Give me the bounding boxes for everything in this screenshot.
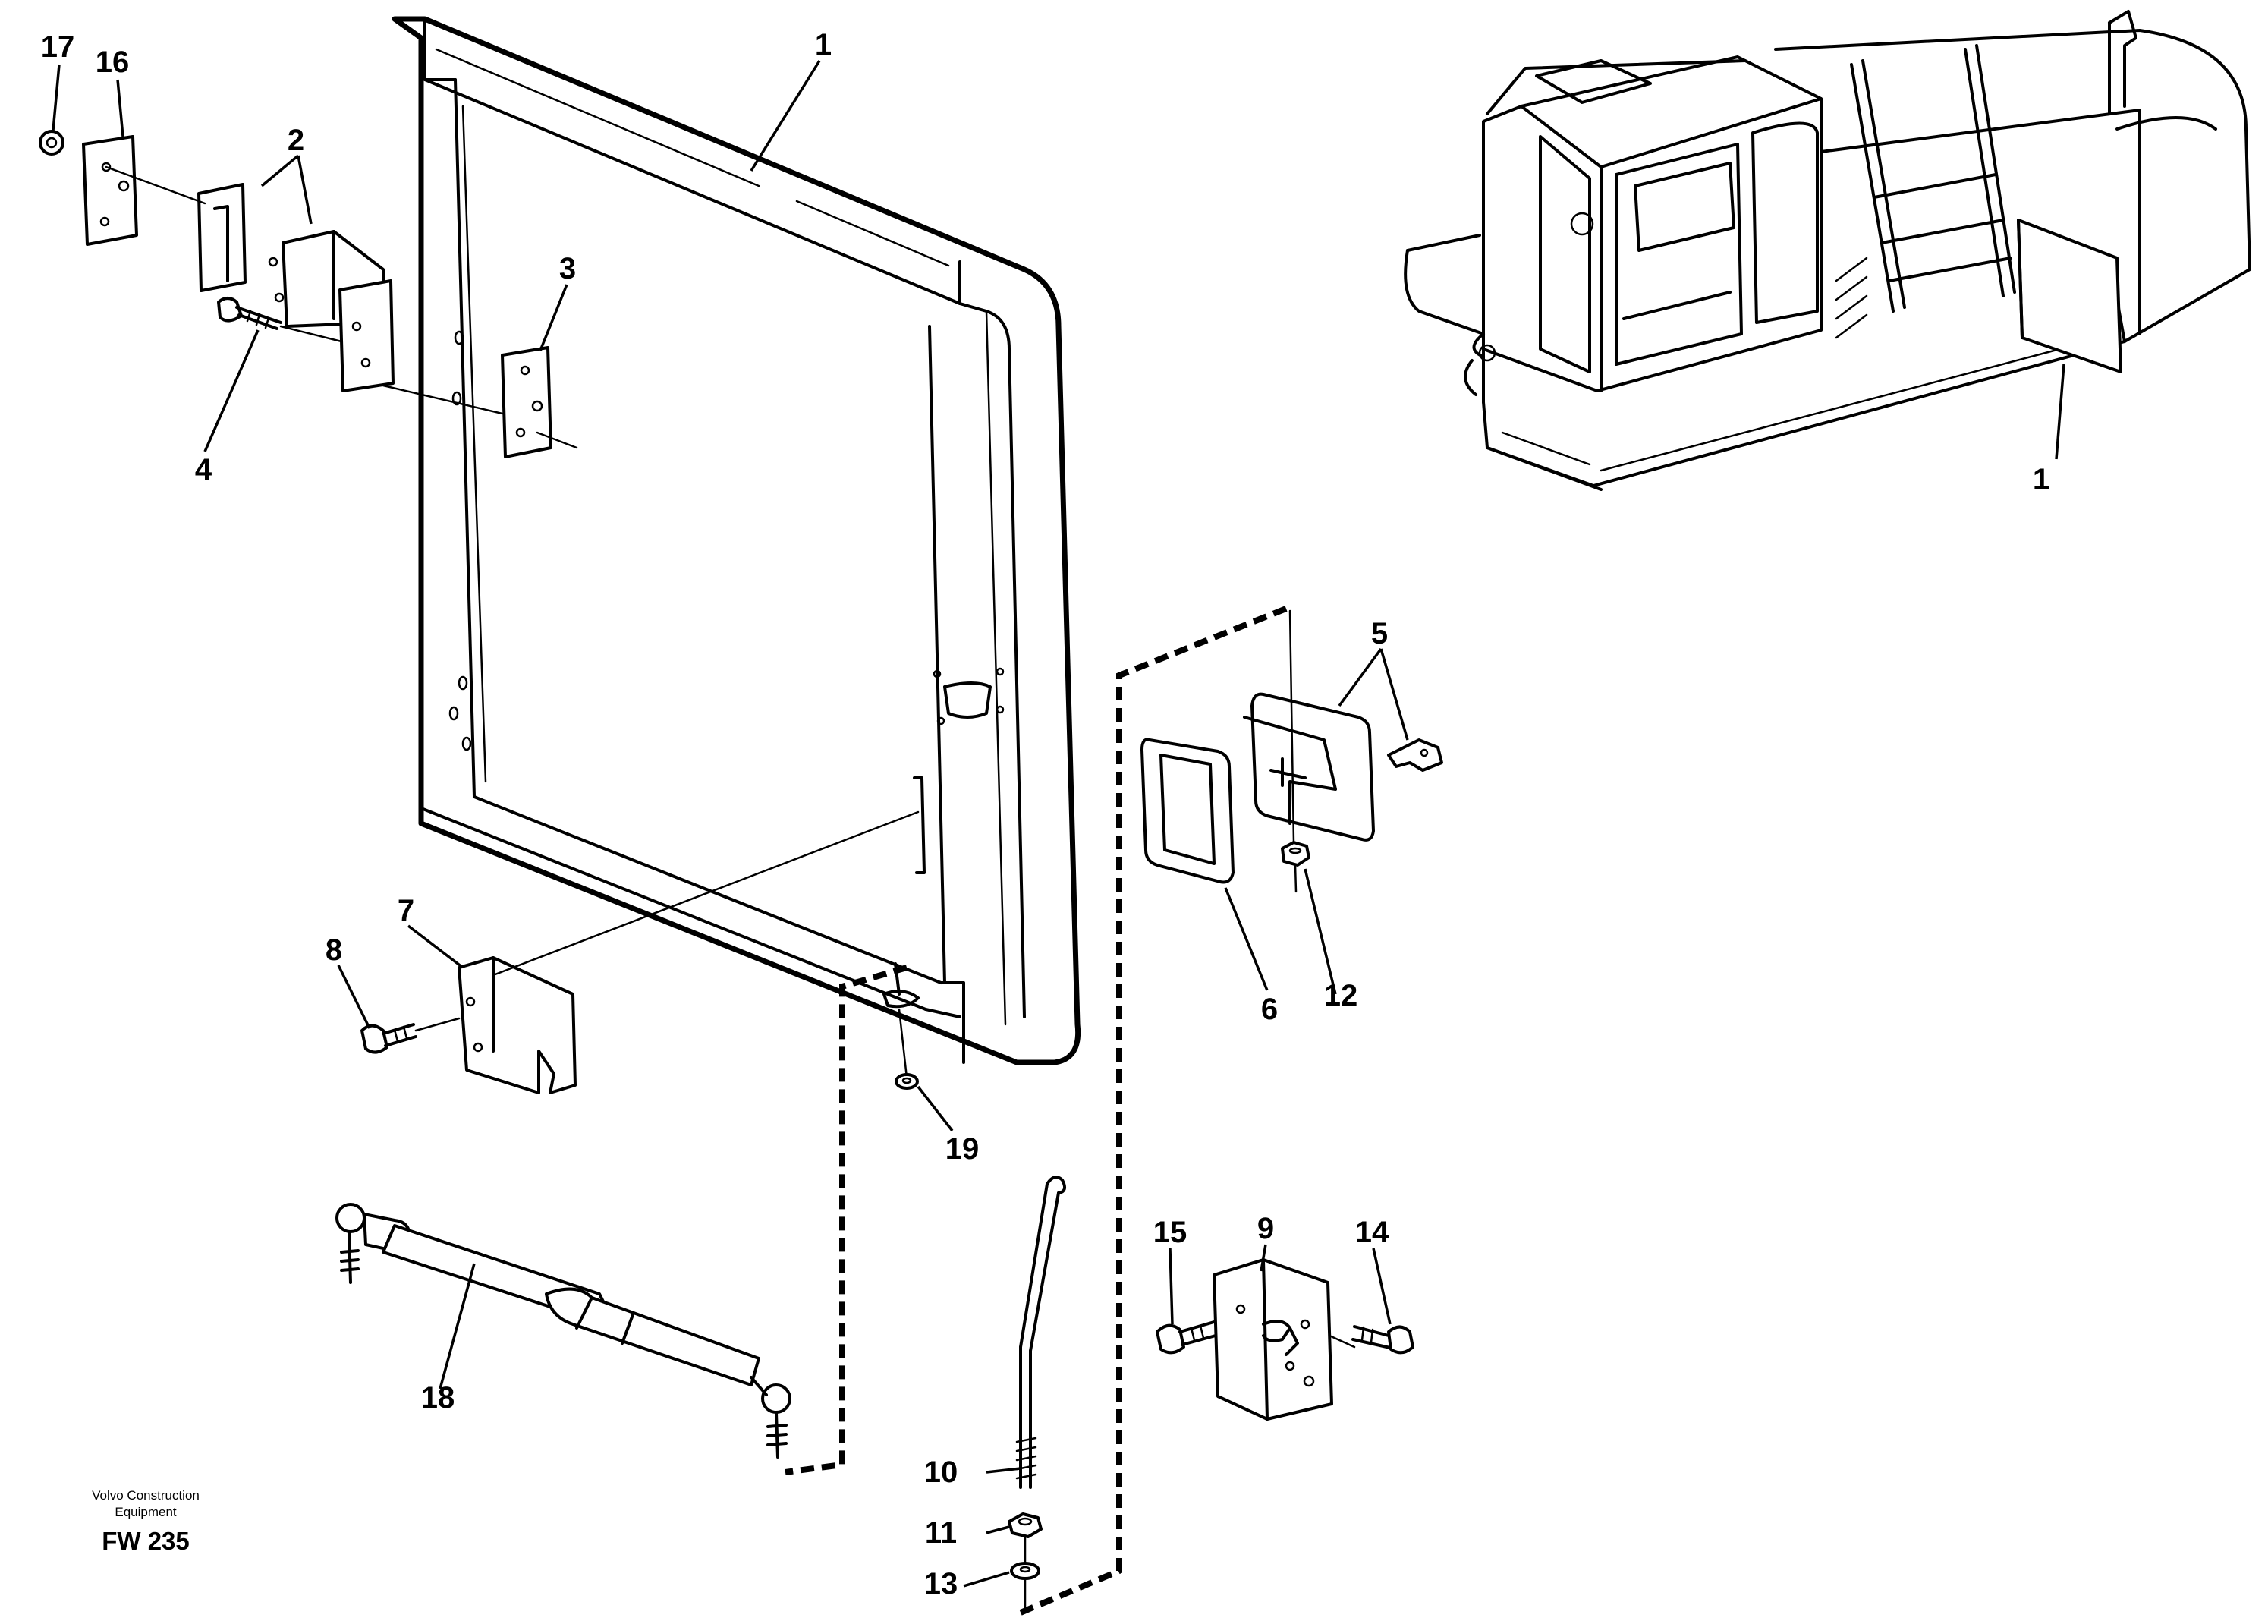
excavator-overview (1404, 10, 2251, 491)
company-name-line2: Equipment (115, 1505, 177, 1519)
company-name-line1: Volvo Construction (92, 1488, 200, 1503)
callout-15: 15 (1153, 1216, 1187, 1249)
nut-19 (895, 1008, 919, 1090)
callout-19: 19 (945, 1132, 980, 1166)
callout-18: 18 (421, 1381, 455, 1415)
side-door-panel (392, 16, 1081, 1065)
callout-1-panel: 1 (815, 28, 832, 61)
callout-4: 4 (195, 453, 212, 486)
callout-7: 7 (398, 894, 414, 927)
callout-17: 17 (41, 30, 75, 64)
handle-assembly (1140, 609, 1443, 893)
leader-lines (52, 60, 2065, 1588)
callout-10: 10 (924, 1456, 958, 1489)
figure-footer: Volvo Construction Equipment FW 235 (92, 1488, 200, 1555)
callout-6: 6 (1261, 993, 1278, 1026)
callout-2: 2 (288, 124, 304, 157)
callout-5: 5 (1371, 617, 1388, 650)
callout-12: 12 (1324, 979, 1358, 1012)
latch-rod (1008, 1176, 1067, 1614)
callout-16: 16 (96, 46, 130, 79)
callout-labels: 1 1 2 3 4 5 6 7 8 9 10 11 12 13 14 15 16… (41, 28, 2049, 1600)
gas-strut (335, 1203, 791, 1459)
callout-14: 14 (1355, 1216, 1389, 1249)
figure-code: FW 235 (102, 1527, 190, 1555)
callout-1-machine: 1 (2033, 463, 2049, 496)
callout-3: 3 (559, 252, 576, 285)
hinge-assembly (39, 130, 578, 458)
callout-11: 11 (925, 1516, 957, 1550)
callout-8: 8 (326, 933, 342, 967)
dashed-assembly-lines (785, 606, 1288, 1616)
callout-13: 13 (924, 1567, 958, 1600)
latch-assembly (1156, 1258, 1414, 1421)
callout-9: 9 (1257, 1212, 1274, 1245)
striker-bracket (360, 810, 920, 1094)
